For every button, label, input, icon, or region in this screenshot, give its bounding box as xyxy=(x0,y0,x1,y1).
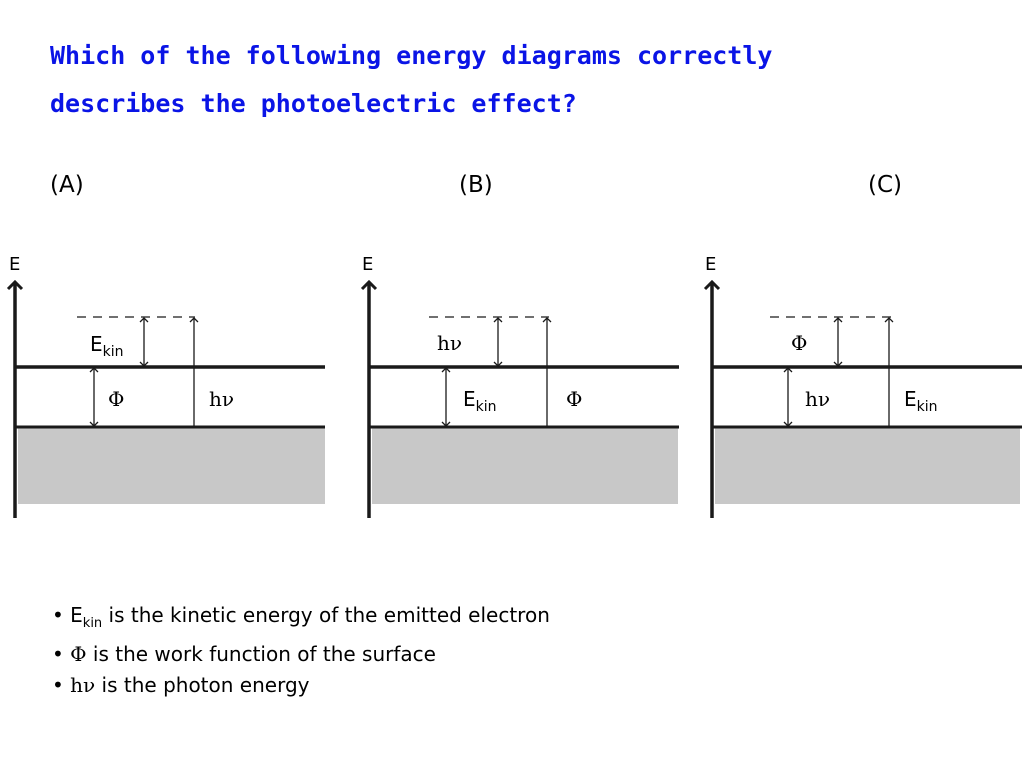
full-height-label: hν xyxy=(209,387,234,411)
bullet: • xyxy=(52,673,64,697)
diagram-a: E Ekin Φ hν xyxy=(6,254,325,518)
bottom-gap-label: Ekin xyxy=(463,387,497,415)
top-gap-label: hν xyxy=(437,331,462,355)
bullet: • xyxy=(52,603,64,627)
full-height-label: Ekin xyxy=(904,387,938,415)
question-title: Which of the following energy diagrams c… xyxy=(50,32,950,128)
energy-axis-label: E xyxy=(705,254,716,275)
bottom-gap-label: Φ xyxy=(108,387,124,411)
top-gap-label: Φ xyxy=(791,331,807,355)
question-line-1: Which of the following energy diagrams c… xyxy=(50,41,773,70)
diagram-c: E Φ hν Ekin xyxy=(703,254,1022,518)
diagram-b: E hν Ekin Φ xyxy=(360,254,679,518)
energy-diagrams: E Ekin Φ hν E hν Ekin Φ E xyxy=(6,254,1022,518)
option-label-c: (C) xyxy=(868,172,903,198)
legend-text: is the work function of the surface xyxy=(86,642,436,666)
legend-symbol: Ekin xyxy=(70,603,103,631)
energy-axis-label: E xyxy=(362,254,373,275)
legend-item-phi: • Φ is the work function of the surface xyxy=(52,639,550,670)
bullet: • xyxy=(52,642,64,666)
solid-region xyxy=(372,427,678,504)
option-label-a: (A) xyxy=(50,172,84,198)
legend-item-hnu: • hν is the photon energy xyxy=(52,670,550,701)
symbol-legend: • Ekin is the kinetic energy of the emit… xyxy=(52,600,550,701)
legend-item-ekin: • Ekin is the kinetic energy of the emit… xyxy=(52,600,550,639)
bottom-gap-label: hν xyxy=(805,387,830,411)
top-gap-label: Ekin xyxy=(90,332,124,360)
solid-region xyxy=(715,427,1020,504)
legend-symbol: hν xyxy=(70,673,96,697)
question-line-2: describes the photoelectric effect? xyxy=(50,89,577,118)
legend-symbol: Φ xyxy=(70,642,87,666)
solid-region xyxy=(18,427,325,504)
energy-axis-label: E xyxy=(9,254,20,275)
legend-text: is the kinetic energy of the emitted ele… xyxy=(102,603,550,627)
full-height-label: Φ xyxy=(566,387,582,411)
option-label-b: (B) xyxy=(459,172,493,198)
legend-text: is the photon energy xyxy=(95,673,310,697)
